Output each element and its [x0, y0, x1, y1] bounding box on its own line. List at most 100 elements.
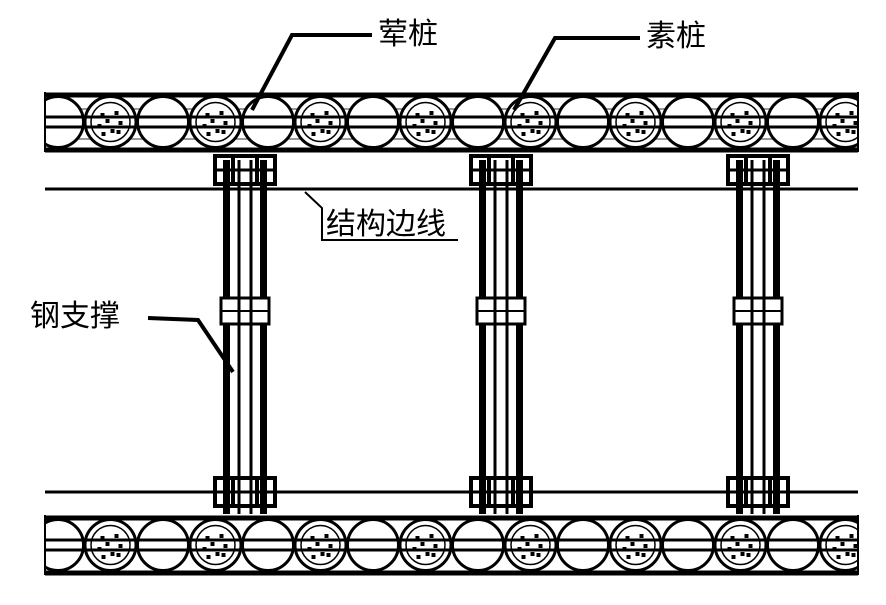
plain-pile	[661, 518, 715, 572]
rebar-dot	[206, 555, 211, 559]
rebar-dot	[310, 536, 315, 540]
rebar-dot	[731, 555, 736, 559]
rebar-dot	[835, 113, 840, 117]
rebar-dot	[433, 544, 438, 548]
rebar-dot	[639, 534, 644, 538]
rebar-dot	[849, 534, 854, 538]
rebar-dot	[416, 132, 421, 136]
rebar-dot	[429, 534, 434, 538]
rebar-dot	[740, 129, 745, 133]
rebar-cage-ring	[720, 101, 761, 143]
rebar-dot	[534, 534, 539, 538]
rebar-dot	[534, 111, 539, 115]
rebar-dot	[836, 555, 841, 559]
steel-support	[469, 154, 533, 514]
steel-support-flange	[260, 160, 267, 514]
pile-row-inner	[45, 92, 858, 153]
steel-support-flange	[223, 160, 230, 514]
plain-pile	[45, 95, 85, 149]
leader-steel-support	[147, 316, 235, 374]
rebar-dot	[630, 119, 635, 123]
reinforced-pile	[713, 95, 768, 149]
rebar-dot	[536, 553, 541, 557]
reinforced-pile	[398, 95, 453, 149]
rebar-dot	[744, 534, 749, 538]
rebar-cage-ring	[195, 524, 236, 566]
rebar-dot	[105, 542, 110, 546]
rebar-dot	[431, 130, 436, 134]
rebar-dot	[118, 544, 123, 548]
rebar-dot	[425, 129, 430, 133]
rebar-cage-ring	[825, 101, 858, 143]
rebar-cage-ring	[615, 101, 656, 143]
rebar-dot	[431, 553, 436, 557]
rebar-dot	[641, 130, 646, 134]
rebar-dot	[215, 129, 220, 133]
rebar-dot	[625, 113, 630, 117]
leader-lines	[147, 33, 640, 374]
rebar-dot	[746, 553, 751, 557]
rebar-dot	[320, 552, 325, 556]
rebar-dot	[105, 119, 110, 123]
label-plain-pile: 素桩	[646, 19, 706, 54]
reinforced-pile	[713, 518, 768, 572]
plain-pile	[346, 518, 400, 572]
rebar-dot	[625, 536, 630, 540]
reinforced-pile	[608, 518, 663, 572]
rebar-dot	[845, 552, 850, 556]
rebar-dot	[324, 111, 329, 115]
rebar-cage-ring	[405, 101, 446, 143]
rebar-dot	[221, 130, 226, 134]
rebar-dot	[520, 536, 525, 540]
rebar-dot	[328, 121, 333, 125]
rebar-dot	[100, 113, 105, 117]
rebar-dot	[219, 534, 224, 538]
rebar-dot	[326, 130, 331, 134]
rebar-dot	[114, 534, 119, 538]
rebar-dot	[205, 536, 210, 540]
rebar-dot	[835, 536, 840, 540]
steel-support-flange	[479, 160, 486, 514]
rebar-dot	[746, 130, 751, 134]
rebar-cage-ring	[825, 524, 858, 566]
rebar-dot	[116, 553, 121, 557]
rebar-cage-ring	[300, 524, 341, 566]
rebar-dot	[849, 111, 854, 115]
rebar-dot	[433, 121, 438, 125]
reinforced-pile	[188, 95, 243, 149]
rebar-dot	[853, 121, 858, 125]
plain-pile	[241, 518, 295, 572]
rebar-cage-ring	[405, 524, 446, 566]
rebar-dot	[210, 119, 215, 123]
rebar-cage-ring	[615, 524, 656, 566]
rebar-dot	[730, 536, 735, 540]
steel-support-flange	[736, 160, 743, 514]
rebar-dot	[630, 542, 635, 546]
rebar-dot	[521, 132, 526, 136]
rebar-dot	[429, 111, 434, 115]
rebar-dot	[310, 113, 315, 117]
rebar-dot	[100, 536, 105, 540]
rebar-dot	[635, 552, 640, 556]
leader-plain-pile	[512, 36, 640, 111]
rebar-dot	[311, 132, 316, 136]
rebar-dot	[538, 121, 543, 125]
plain-pile	[241, 95, 295, 149]
rebar-dot	[748, 121, 753, 125]
rebar-dot	[425, 552, 430, 556]
rebar-dot	[210, 542, 215, 546]
rebar-dot	[643, 544, 648, 548]
rebar-dot	[735, 119, 740, 123]
rebar-dot	[525, 119, 530, 123]
plain-pile	[766, 95, 820, 149]
reinforced-pile	[818, 95, 858, 149]
rebar-dot	[731, 132, 736, 136]
reinforced-pile	[83, 95, 138, 149]
label-steel-support: 钢支撑	[30, 299, 120, 334]
rebar-dot	[525, 542, 530, 546]
rebar-cage-ring	[510, 101, 551, 143]
reinforced-pile	[83, 518, 138, 572]
rebar-dot	[530, 552, 535, 556]
reinforced-pile	[503, 518, 558, 572]
